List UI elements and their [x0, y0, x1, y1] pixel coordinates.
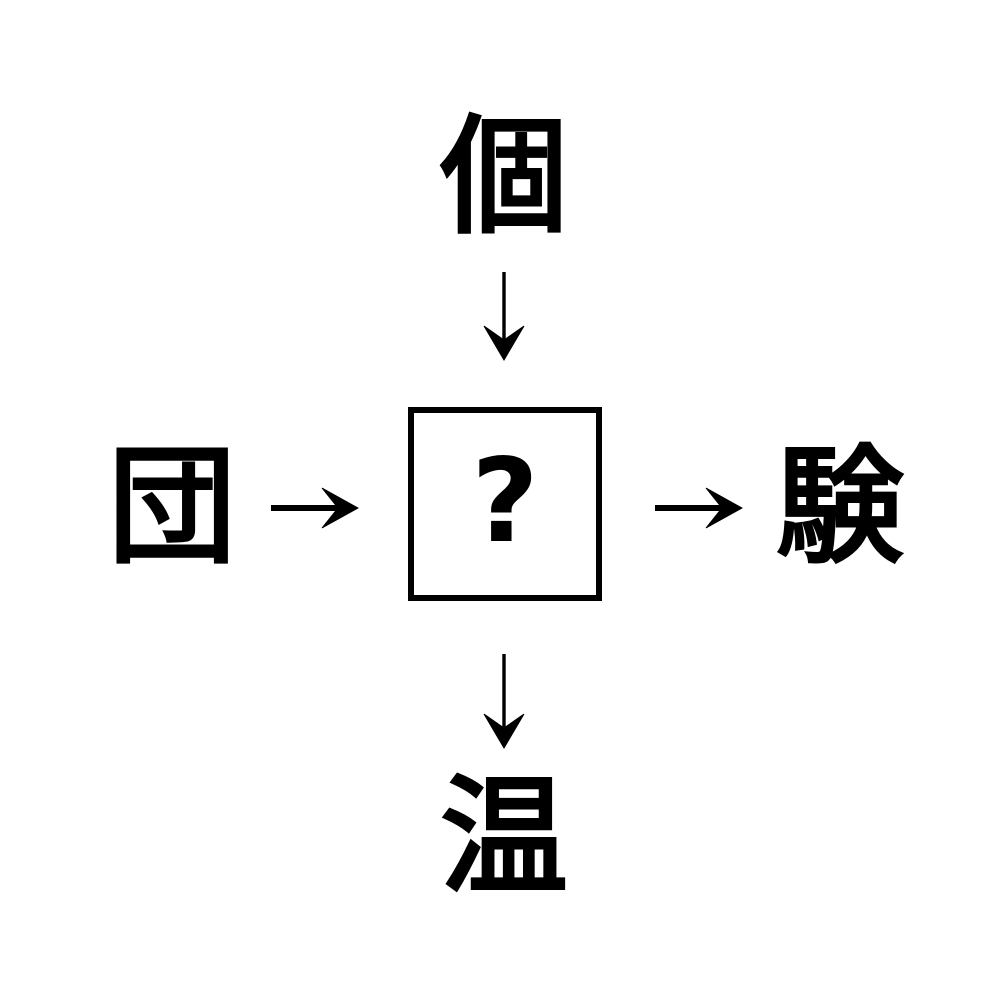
- kanji-left: 団: [107, 433, 236, 582]
- kanji-bottom: 温: [439, 763, 568, 912]
- arrow-right-into-center-icon: [266, 480, 366, 536]
- arrow-down-out-of-center-icon: [474, 650, 534, 750]
- arrow-right-out-of-center-icon: [650, 480, 750, 536]
- kanji-right: 験: [775, 433, 904, 582]
- arrow-down-into-center-icon: [474, 268, 534, 362]
- center-answer-label: ?: [471, 434, 539, 569]
- kanji-top: 個: [439, 103, 568, 252]
- center-answer-box[interactable]: ?: [408, 407, 602, 601]
